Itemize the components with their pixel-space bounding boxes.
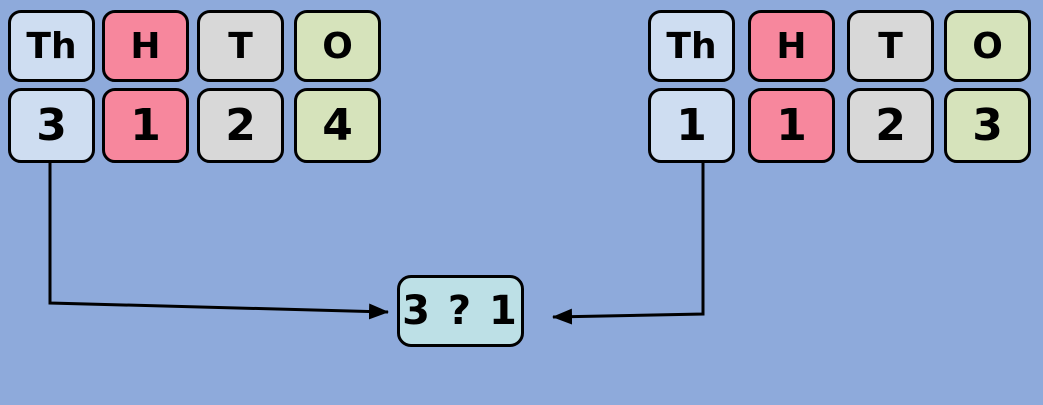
right-header-tens: T — [847, 10, 934, 82]
right-digit-tens: 2 — [847, 88, 934, 163]
left-header-thousands: Th — [8, 10, 95, 82]
left-digit-hundreds: 1 — [102, 88, 189, 163]
left-thousands-to-comparison-arrow — [48, 163, 389, 320]
left-digit-ones: 4 — [294, 88, 381, 163]
comparison-box: 3 ? 1 — [397, 275, 524, 347]
right-header-thousands: Th — [648, 10, 735, 82]
right-header-hundreds: H — [748, 10, 835, 82]
left-digit-tens: 2 — [197, 88, 284, 163]
right-digit-hundreds: 1 — [748, 88, 835, 163]
left-digit-thousands: 3 — [8, 88, 95, 163]
left-header-tens: T — [197, 10, 284, 82]
left-header-ones: O — [294, 10, 381, 82]
right-thousands-to-comparison-arrow — [552, 163, 705, 325]
right-header-ones: O — [944, 10, 1031, 82]
left-header-hundreds: H — [102, 10, 189, 82]
right-digit-thousands: 1 — [648, 88, 735, 163]
right-digit-ones: 3 — [944, 88, 1031, 163]
